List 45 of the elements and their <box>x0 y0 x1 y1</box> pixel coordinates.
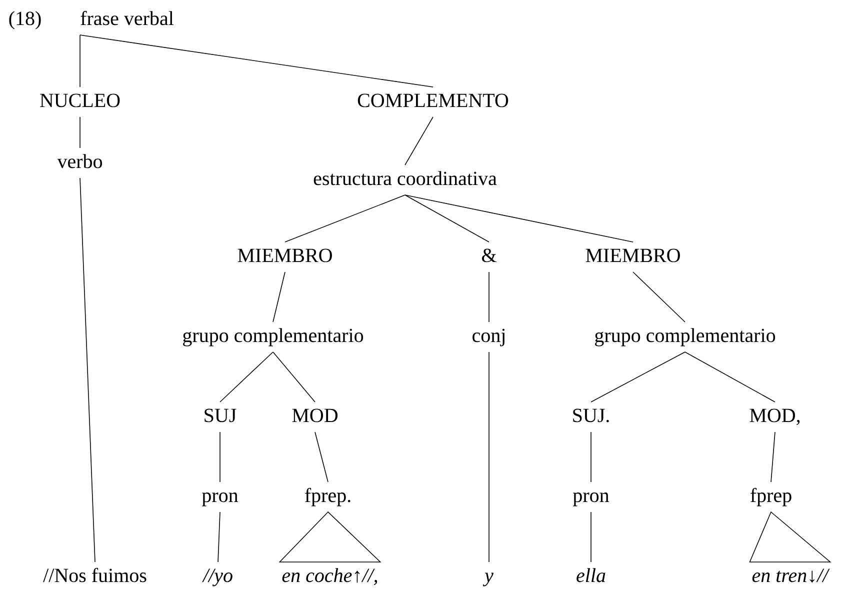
tree-label: estructura coordinativa <box>314 171 497 186</box>
branch-line <box>80 34 434 88</box>
branch-line <box>770 432 776 482</box>
tree-label: pron <box>573 492 610 506</box>
branch-line <box>404 116 434 166</box>
branch-line <box>684 352 776 402</box>
branch-line <box>404 194 634 242</box>
example-number: (18) <box>9 11 41 30</box>
branch-line <box>488 272 490 322</box>
branch-line <box>314 432 328 482</box>
tree-label: y <box>482 572 494 586</box>
branch-line <box>218 512 220 562</box>
tree-label: NUCLEO <box>40 94 120 108</box>
tree-label: //yo <box>202 568 232 586</box>
tree-label: SUJ. <box>573 408 609 422</box>
tree-label: & <box>482 248 496 262</box>
branch-line <box>80 178 96 562</box>
branch-line <box>488 352 490 562</box>
branch-line <box>220 352 274 402</box>
tree-label: pron <box>202 492 238 506</box>
tree-label: //Nos fuimos <box>43 568 146 582</box>
tree-label: MIEMBRO <box>586 248 680 262</box>
tree-label: fprep. <box>305 488 350 506</box>
branch-line <box>284 194 406 242</box>
tree-label: verbo <box>57 154 102 168</box>
tree-label: en coche↑//, <box>282 568 378 586</box>
branch-line <box>590 432 592 482</box>
tree-label: COMPLEMENTO <box>358 94 508 108</box>
branch-line <box>404 194 490 242</box>
tree-label: SUJ <box>204 408 236 422</box>
tree-label: grupo complementario <box>595 328 776 346</box>
tree-label: MIEMBRO <box>238 248 332 262</box>
tree-label: grupo complementario <box>183 328 364 346</box>
branch-line <box>590 352 686 402</box>
tree-label: frase verbal <box>80 10 174 26</box>
tree-label: ella <box>576 568 606 582</box>
tree-label: MOD, <box>750 408 800 426</box>
tree-label: conj <box>472 328 504 346</box>
tree-label: MOD <box>292 408 338 422</box>
branch-line <box>272 272 286 322</box>
tree-label: fprep <box>750 488 792 506</box>
branch-line <box>272 352 316 402</box>
tree-label: en tren↓// <box>752 568 830 583</box>
branch-line <box>632 272 686 322</box>
branch-line <box>590 512 592 562</box>
